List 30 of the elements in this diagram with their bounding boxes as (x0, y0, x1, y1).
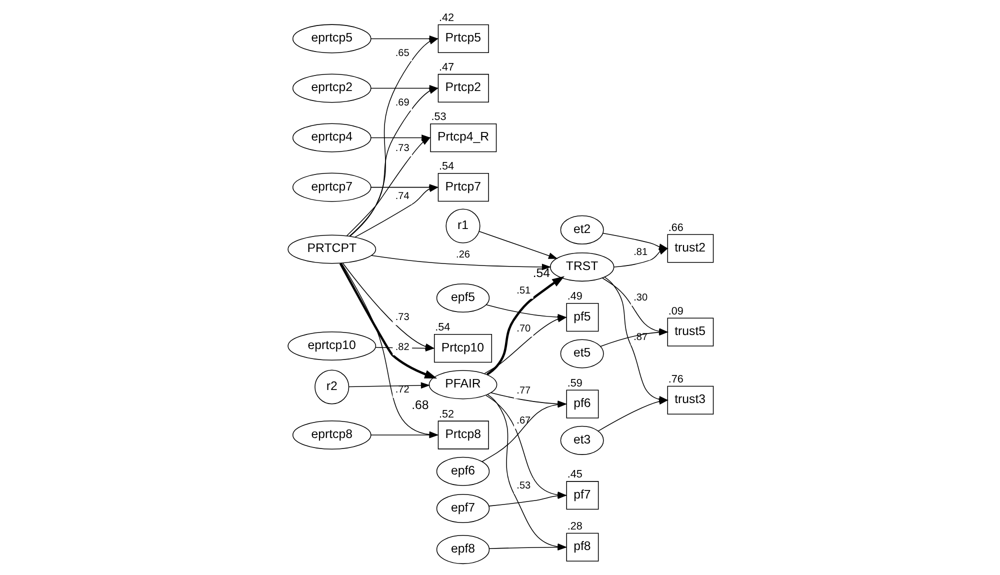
node-label: .28 (566, 520, 582, 533)
node-label: .76 (668, 374, 683, 386)
edge-label: .65 (394, 48, 409, 60)
edge-label: .51 (516, 286, 530, 297)
edge-label: .30 (633, 292, 648, 304)
edge-label: .87 (633, 332, 648, 344)
edge-label: .74 (394, 191, 409, 202)
node-label: .59 (566, 377, 582, 390)
node-label: .54 (438, 160, 454, 173)
node-label: .09 (668, 305, 683, 318)
edge-label: .81 (633, 246, 648, 258)
node-label: .47 (438, 62, 454, 74)
node-label: .45 (566, 468, 582, 481)
edge-label: .73 (394, 312, 409, 323)
edge-label: .73 (394, 143, 409, 154)
node-label: .66 (668, 222, 683, 234)
node-label: .42 (438, 12, 454, 24)
edge-label: .26 (456, 249, 470, 260)
edge-label: .77 (516, 386, 530, 397)
node-label: .68 (411, 398, 428, 412)
node-label: .54 (532, 266, 550, 280)
edge-label: .70 (516, 324, 530, 335)
node-label: .53 (430, 111, 446, 124)
node-label: .52 (438, 408, 454, 420)
edge-label: .82 (394, 342, 409, 354)
node-label: .49 (566, 290, 582, 303)
edge-label: .67 (516, 416, 530, 427)
node-label: .54 (434, 322, 450, 334)
edge-label: .53 (516, 480, 530, 492)
edge-label: .69 (394, 98, 409, 109)
